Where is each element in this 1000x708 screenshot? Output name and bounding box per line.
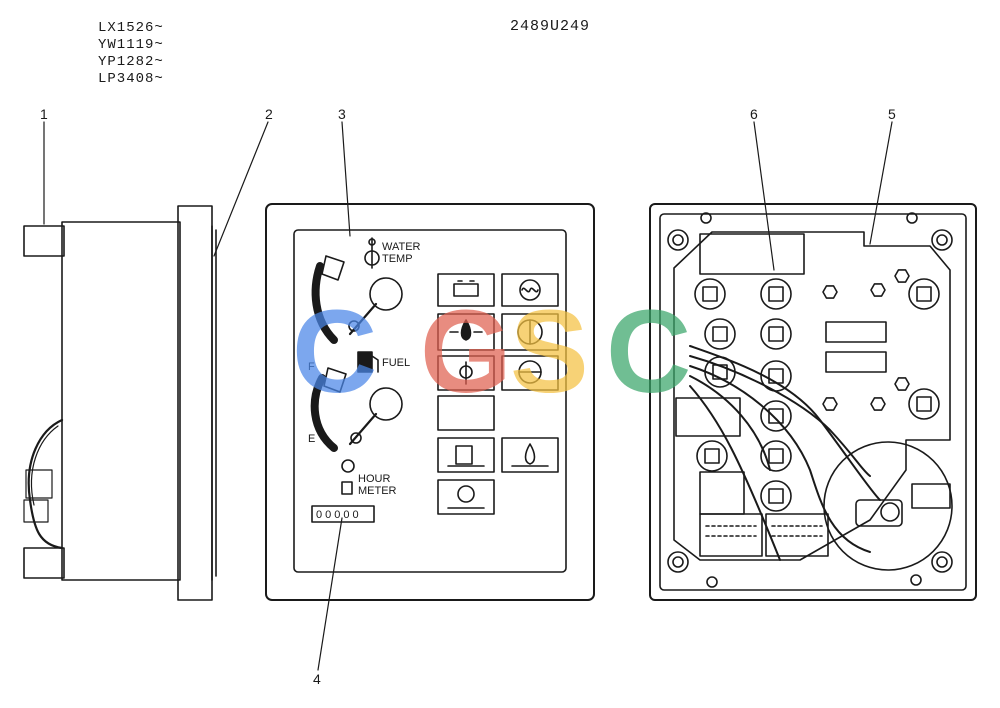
bulb-socket bbox=[908, 388, 940, 420]
water-temp-label: TEMP bbox=[382, 253, 413, 265]
water-temp-gauge bbox=[311, 255, 403, 344]
callout-number: 6 bbox=[750, 106, 758, 122]
indicator-lamp-grid bbox=[437, 273, 559, 515]
serial-number-list: LX1526~ YW1119~ YP1282~ LP3408~ bbox=[98, 20, 164, 88]
callout-number: 1 bbox=[40, 106, 48, 122]
serial-number: LP3408~ bbox=[98, 71, 164, 87]
hex-nut bbox=[870, 397, 886, 411]
bulb-socket bbox=[760, 480, 792, 512]
serial-number: YW1119~ bbox=[98, 37, 164, 53]
bulb-socket bbox=[760, 440, 792, 472]
hex-nut bbox=[894, 269, 910, 283]
hour-meter-label: METER bbox=[358, 485, 397, 497]
watermark-letter: C bbox=[606, 286, 691, 418]
charge-warning-icon bbox=[517, 319, 543, 345]
screw-icon bbox=[910, 574, 922, 586]
rear-view bbox=[649, 203, 977, 601]
screw-icon bbox=[667, 551, 689, 573]
callout-number: 3 bbox=[338, 106, 346, 122]
hour-meter-digits: 00000 bbox=[316, 509, 362, 521]
coolant-level-icon bbox=[459, 361, 473, 385]
hex-nut bbox=[894, 377, 910, 391]
water-temp-label: WATER bbox=[382, 241, 421, 253]
screw-icon bbox=[931, 551, 953, 573]
callout-number: 5 bbox=[888, 106, 896, 122]
serial-number: LX1526~ bbox=[98, 20, 164, 36]
hex-nut bbox=[870, 283, 886, 297]
fuel-label: FUEL bbox=[382, 357, 410, 369]
callout-number: 4 bbox=[313, 671, 321, 687]
fuel-low-icon bbox=[447, 445, 485, 467]
fuel-full-mark: F bbox=[308, 361, 315, 373]
bulb-socket bbox=[760, 318, 792, 350]
serial-number: YP1282~ bbox=[98, 54, 164, 70]
bulb-socket bbox=[908, 278, 940, 310]
front-view bbox=[265, 203, 595, 601]
preheat-icon bbox=[519, 279, 541, 301]
bulb-socket bbox=[760, 400, 792, 432]
screw-icon bbox=[906, 212, 918, 224]
oil-level-icon bbox=[511, 443, 549, 467]
drawing-id: 2489U249 bbox=[510, 18, 591, 35]
hour-meter-label: HOUR bbox=[358, 473, 390, 485]
screw-icon bbox=[667, 229, 689, 251]
fuel-gauge bbox=[310, 367, 403, 452]
side-view bbox=[23, 205, 217, 601]
screw-icon bbox=[700, 212, 712, 224]
fuel-pump-icon bbox=[357, 351, 379, 373]
hex-nut bbox=[822, 397, 838, 411]
fuel-empty-mark: E bbox=[308, 433, 315, 445]
thermometer-icon bbox=[364, 237, 380, 269]
hour-meter bbox=[311, 459, 375, 523]
callout-number: 2 bbox=[265, 106, 273, 122]
battery-icon bbox=[453, 280, 479, 297]
bulb-socket bbox=[760, 278, 792, 310]
watermark-letter: G bbox=[420, 286, 512, 418]
bulb-socket bbox=[704, 318, 736, 350]
screw-icon bbox=[706, 576, 718, 588]
callout-leaders bbox=[43, 121, 893, 671]
screw-icon bbox=[931, 229, 953, 251]
watermark-letter: S bbox=[510, 286, 589, 418]
bulb-socket bbox=[694, 278, 726, 310]
hex-nut bbox=[822, 285, 838, 299]
air-filter-icon bbox=[518, 360, 542, 384]
temperature-warning-icon bbox=[447, 485, 485, 509]
connector bbox=[699, 513, 829, 557]
wire-harness bbox=[689, 345, 881, 561]
watermark-letter: C bbox=[292, 286, 377, 418]
bulb-socket bbox=[696, 440, 728, 472]
oil-pressure-icon bbox=[449, 319, 483, 341]
